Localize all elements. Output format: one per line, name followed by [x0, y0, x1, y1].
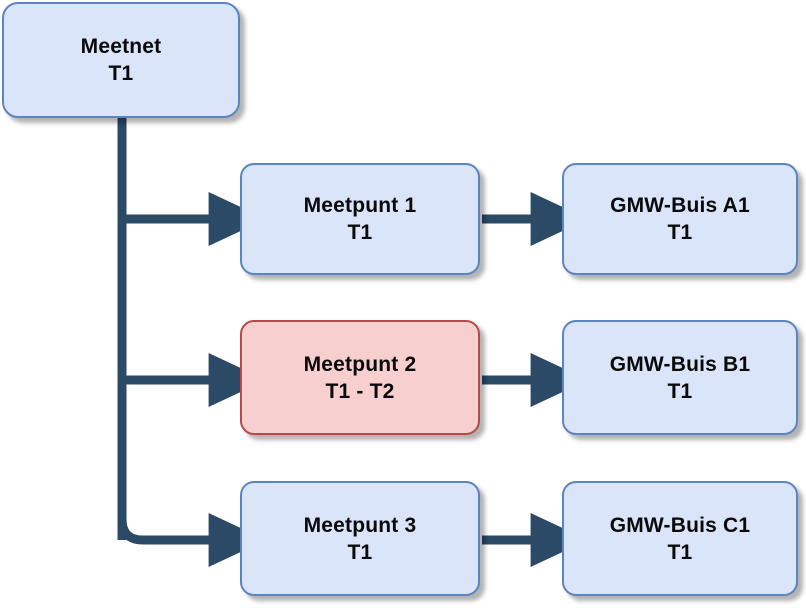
node-meetpunt-1-label: Meetpunt 1	[303, 194, 417, 217]
node-meetpunt-3-label: Meetpunt 3	[303, 513, 417, 537]
node-meetpunt-1[interactable]: Meetpunt 1 T1	[240, 163, 480, 275]
node-gmw-buis-c1-sublabel: T1	[667, 540, 693, 564]
node-gmw-buis-b1[interactable]: GMW-Buis B1 T1	[562, 320, 798, 435]
node-gmw-buis-a1-label: GMW-Buis A1	[610, 194, 750, 217]
node-meetnet[interactable]: Meetnet T1	[2, 2, 240, 118]
node-gmw-buis-b1-sublabel: T1	[667, 379, 693, 403]
node-meetpunt-2[interactable]: Meetpunt 2 T1 - T2	[240, 320, 480, 435]
node-meetpunt-3[interactable]: Meetpunt 3 T1	[240, 481, 480, 596]
node-gmw-buis-a1-sublabel: T1	[667, 221, 693, 244]
node-meetpunt-3-sublabel: T1	[347, 540, 373, 564]
node-meetpunt-2-sublabel: T1 - T2	[325, 379, 395, 403]
node-meetnet-sublabel: T1	[108, 62, 134, 85]
node-meetpunt-1-sublabel: T1	[347, 221, 373, 244]
node-gmw-buis-c1[interactable]: GMW-Buis C1 T1	[562, 481, 798, 596]
node-gmw-buis-a1[interactable]: GMW-Buis A1 T1	[562, 163, 798, 275]
node-meetnet-label: Meetnet	[80, 35, 162, 58]
edge-meetnet-to-meetpunt-3	[117, 513, 267, 567]
node-gmw-buis-c1-label: GMW-Buis C1	[609, 513, 751, 537]
node-gmw-buis-b1-label: GMW-Buis B1	[609, 352, 751, 376]
node-meetpunt-2-label: Meetpunt 2	[303, 352, 417, 376]
